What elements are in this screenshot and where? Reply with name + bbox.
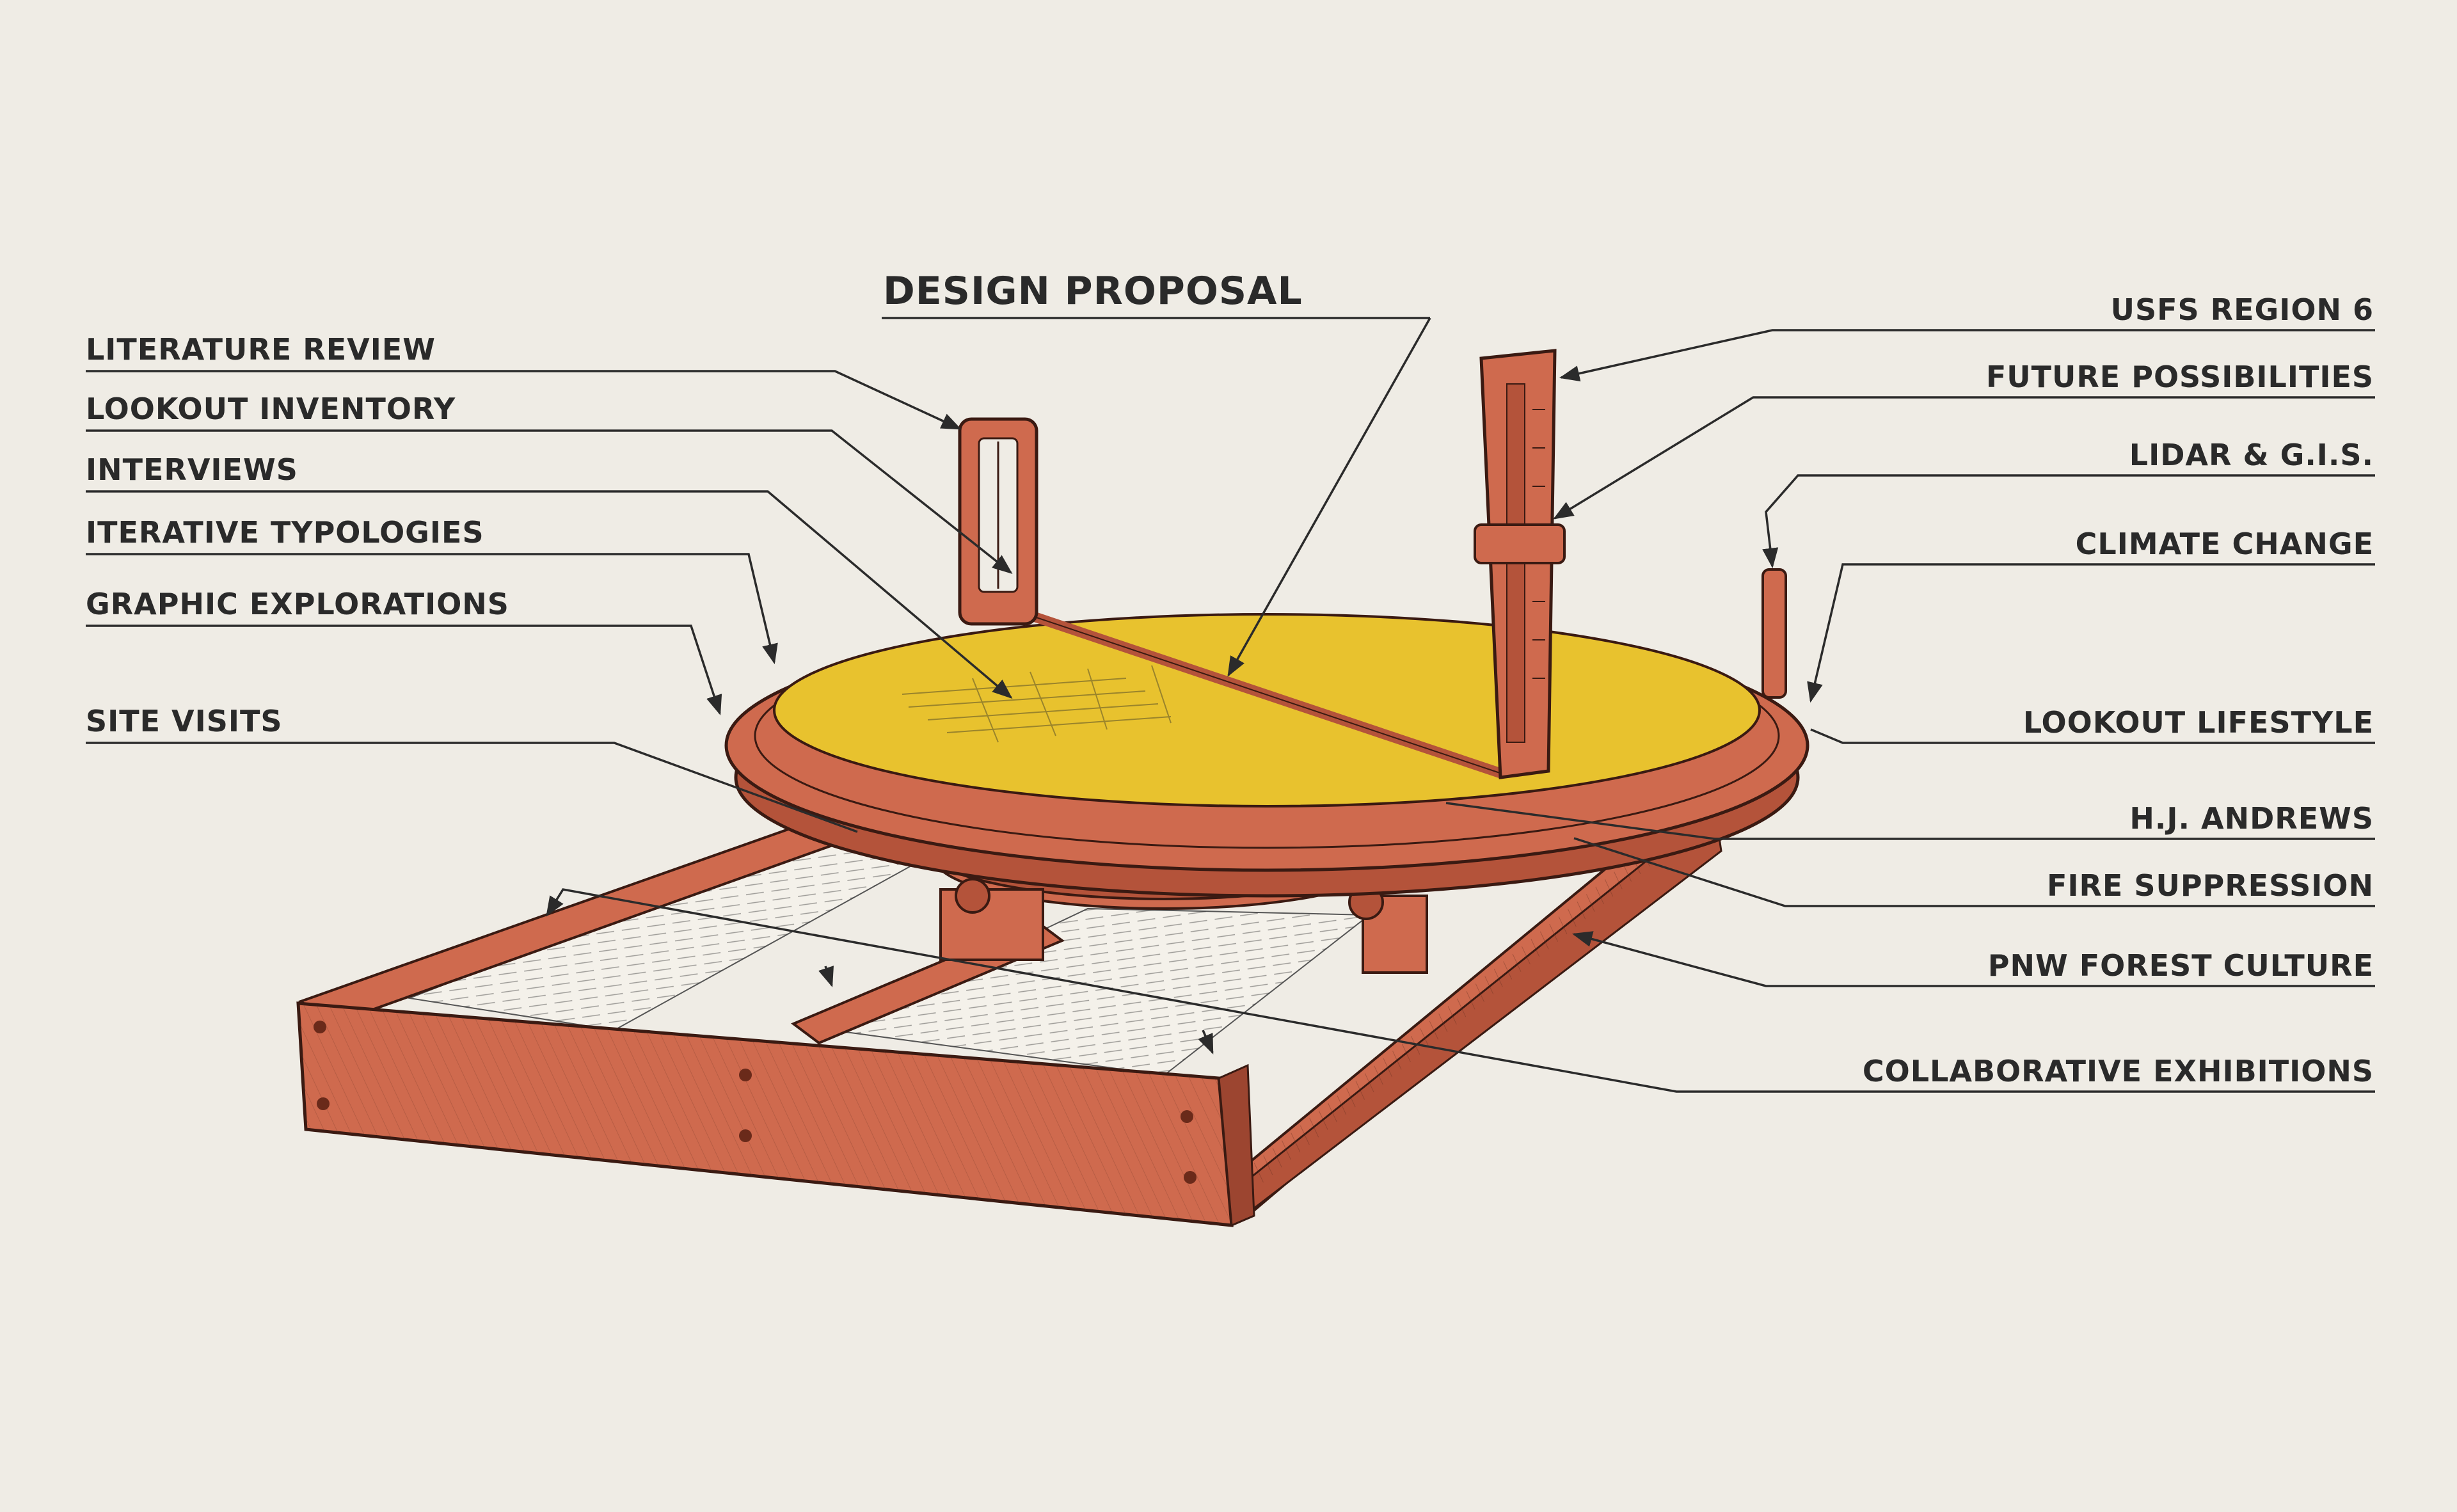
peg-sight [1761,568,1787,699]
label-interviews: INTERVIEWS [86,452,298,487]
label-lookout-inventory: LOOKOUT INVENTORY [86,392,456,426]
label-site-visits: SITE VISITS [86,704,283,738]
label-hj-andrews: H.J. ANDREWS [2129,801,2374,836]
rear-sight [1474,349,1566,779]
label-climate-change: CLIMATE CHANGE [2076,527,2374,561]
rivets [314,1021,1197,1184]
label-iterative-typologies: ITERATIVE TYPOLOGIES [86,515,484,550]
label-literature-review: LITERATURE REVIEW [86,332,436,367]
label-lookout-lifestyle: LOOKOUT LIFESTYLE [2023,705,2374,740]
label-pnw-forest-culture: PNW FOREST CULTURE [1988,948,2374,983]
label-usfs-region-6: USFS REGION 6 [2111,292,2374,327]
design-proposal-title: DESIGN PROPOSAL [883,269,1303,314]
label-graphic-explorations: GRAPHIC EXPLORATIONS [86,587,509,621]
right-labels: USFS REGION 6 FUTURE POSSIBILITIES LIDAR… [546,292,2375,1093]
label-collaborative-exhibitions: COLLABORATIVE EXHIBITIONS [1863,1054,2374,1088]
label-future-possibilities: FUTURE POSSIBILITIES [1986,360,2374,394]
label-fire-suppression: FIRE SUPPRESSION [2047,868,2374,903]
label-lidar-gis: LIDAR & G.I.S. [2129,438,2374,472]
turntable-disc [773,613,1761,808]
left-labels: LITERATURE REVIEW LOOKOUT INVENTORY INTE… [86,332,1013,833]
front-sight [958,417,1038,626]
base-frame [296,798,1724,1227]
